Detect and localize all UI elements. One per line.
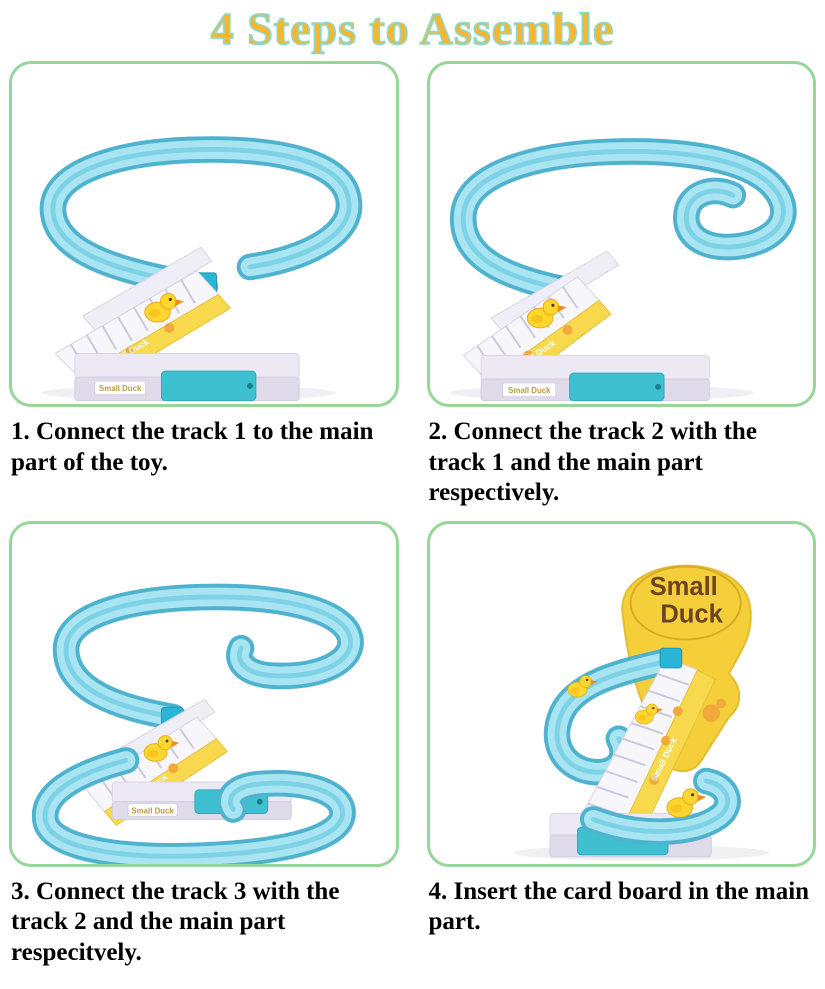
step-3-panel: Small Duck Small Duck	[9, 520, 399, 981]
base-label: Small Duck	[99, 384, 142, 393]
card-title-line2: Duck	[660, 600, 723, 628]
step-2-caption: 2. Connect the track 2 with the track 1 …	[428, 418, 757, 506]
step-4-photo-frame: Small Duck	[426, 520, 816, 867]
step-4-panel: Small Duck	[426, 520, 816, 981]
step-1-photo-frame: Small Duck Small Duck	[9, 61, 399, 407]
step-4-photo: Small Duck	[513, 564, 769, 861]
upper-track-loop	[52, 583, 364, 730]
steps-grid: Small Duck Small Duck 1. Connect the tra…	[9, 61, 816, 980]
base-label: Small Duck	[131, 806, 174, 815]
step-3-photo-frame: Small Duck Small Duck	[9, 520, 399, 867]
card-title-line1: Small	[649, 573, 717, 601]
battery-screw	[654, 383, 661, 390]
battery-screw	[256, 798, 263, 805]
step-1-caption: 1. Connect the track 1 to the main part …	[11, 418, 374, 476]
step-2-panel: Small Duck Small Duck 2. Connect the tra…	[426, 61, 816, 521]
battery-cover	[568, 372, 665, 402]
step-2-photo: Small Duck Small Duck	[449, 138, 797, 402]
step-1-panel: Small Duck Small Duck 1. Connect the tra…	[9, 61, 399, 521]
lower-track-loop	[32, 746, 356, 864]
step-1-photo: Small Duck Small Duck	[39, 136, 363, 402]
main-part-base: Small Duck	[74, 352, 300, 402]
page-title: 4 Steps to Assemble	[210, 2, 615, 55]
battery-screw	[247, 382, 253, 389]
printed-duck	[701, 703, 720, 722]
step-3-caption: 3. Connect the track 3 with the track 2 …	[11, 877, 340, 966]
base-label: Small Duck	[508, 386, 551, 395]
lower-track	[579, 767, 741, 845]
track-1-and-2	[449, 138, 797, 304]
main-part-base: Small Duck	[480, 354, 710, 402]
battery-cover	[160, 370, 257, 402]
step-2-photo-frame: Small Duck Small Duck	[426, 61, 816, 407]
track-1	[39, 136, 363, 300]
step-4-caption: 4. Insert the card board in the main par…	[428, 877, 810, 936]
track-connector	[659, 647, 682, 668]
step-3-photo: Small Duck Small Duck	[32, 583, 364, 864]
